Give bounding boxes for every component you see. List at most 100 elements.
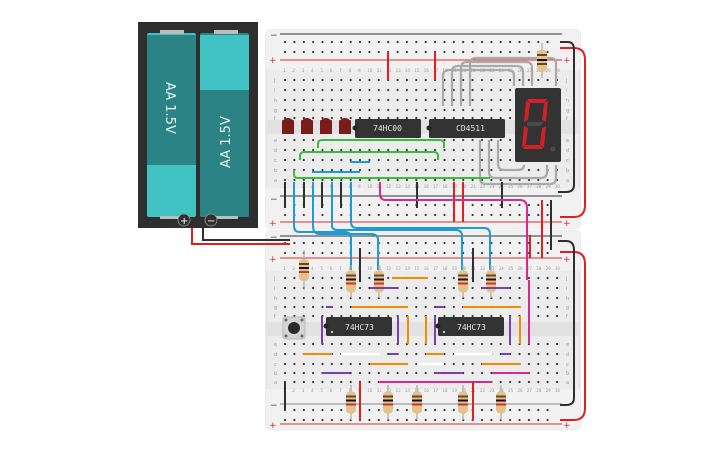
hole[interactable] <box>396 108 399 112</box>
hole[interactable] <box>330 362 333 366</box>
hole[interactable] <box>302 116 305 120</box>
hole[interactable] <box>377 108 380 112</box>
hole[interactable] <box>527 362 531 366</box>
hole[interactable] <box>471 296 474 300</box>
led-3[interactable] <box>320 118 332 134</box>
rail-hole[interactable] <box>415 241 418 245</box>
hole[interactable] <box>546 352 549 356</box>
hole[interactable] <box>471 342 474 346</box>
rail-jumper-red[interactable] <box>560 251 586 421</box>
hole[interactable] <box>405 116 408 120</box>
hole[interactable] <box>546 286 549 290</box>
hole[interactable] <box>415 352 418 356</box>
hole[interactable] <box>518 286 521 290</box>
hole[interactable] <box>330 88 333 92</box>
hole[interactable] <box>321 158 324 162</box>
hole[interactable] <box>509 78 512 82</box>
hole[interactable] <box>424 286 427 290</box>
rail-hole[interactable] <box>480 213 484 217</box>
hole[interactable] <box>283 168 287 172</box>
chip-74hc00[interactable]: 74HC00 <box>352 119 422 138</box>
hole[interactable] <box>283 286 287 290</box>
hole[interactable] <box>340 342 343 346</box>
hole[interactable] <box>349 158 352 162</box>
hole[interactable] <box>546 305 549 309</box>
hole[interactable] <box>293 108 296 112</box>
hole[interactable] <box>424 158 427 162</box>
rail-hole[interactable] <box>321 251 324 255</box>
rail-hole[interactable] <box>499 40 502 44</box>
hole[interactable] <box>452 362 455 366</box>
rail-hole[interactable] <box>424 40 427 44</box>
hole[interactable] <box>283 276 287 280</box>
hole[interactable] <box>312 78 315 82</box>
hole[interactable] <box>349 98 352 102</box>
rail-hole[interactable] <box>424 50 427 54</box>
hole[interactable] <box>396 98 399 102</box>
rail-hole[interactable] <box>368 251 371 255</box>
rail-hole[interactable] <box>368 241 371 245</box>
hole[interactable] <box>509 276 512 280</box>
rail-hole[interactable] <box>293 251 296 255</box>
hole[interactable] <box>471 88 474 92</box>
hole[interactable] <box>537 286 540 290</box>
rail-hole[interactable] <box>302 408 305 412</box>
hole[interactable] <box>340 296 343 300</box>
rail-hole[interactable] <box>424 213 427 217</box>
hole[interactable] <box>490 98 493 102</box>
hole[interactable] <box>340 314 343 318</box>
rail-hole[interactable] <box>424 203 427 207</box>
hole[interactable] <box>387 314 390 318</box>
hole[interactable] <box>396 78 399 82</box>
rail-hole[interactable] <box>509 203 512 207</box>
rail-hole[interactable] <box>518 418 521 422</box>
hole[interactable] <box>396 148 399 152</box>
rail-hole[interactable] <box>368 418 371 422</box>
rail-hole[interactable] <box>349 50 352 54</box>
rail-hole[interactable] <box>340 213 343 217</box>
rail-hole[interactable] <box>340 50 343 54</box>
rail-hole[interactable] <box>330 50 333 54</box>
hole[interactable] <box>405 108 408 112</box>
rail-hole[interactable] <box>509 40 512 44</box>
rail-hole[interactable] <box>480 251 484 255</box>
hole[interactable] <box>443 116 446 120</box>
wire-gray[interactable] <box>478 140 558 186</box>
hole[interactable] <box>480 88 484 92</box>
rail-hole[interactable] <box>293 408 296 412</box>
hole[interactable] <box>499 178 502 182</box>
rail-hole[interactable] <box>312 40 315 44</box>
hole[interactable] <box>452 138 455 142</box>
hole[interactable] <box>415 371 418 375</box>
rail-hole[interactable] <box>293 241 296 245</box>
hole[interactable] <box>546 78 549 82</box>
hole[interactable] <box>312 286 315 290</box>
hole[interactable] <box>358 362 362 366</box>
rail-hole[interactable] <box>396 213 399 217</box>
hole[interactable] <box>424 371 427 375</box>
rail-hole[interactable] <box>368 203 371 207</box>
hole[interactable] <box>462 98 465 102</box>
hole[interactable] <box>527 78 531 82</box>
rail-hole[interactable] <box>405 203 408 207</box>
wire-gray[interactable] <box>468 56 558 106</box>
hole[interactable] <box>405 98 408 102</box>
hole[interactable] <box>283 342 287 346</box>
hole[interactable] <box>443 108 446 112</box>
hole[interactable] <box>283 178 287 182</box>
hole[interactable] <box>340 380 343 384</box>
hole[interactable] <box>302 168 305 172</box>
hole[interactable] <box>499 148 502 152</box>
hole[interactable] <box>434 296 437 300</box>
hole[interactable] <box>349 178 352 182</box>
hole[interactable] <box>509 296 512 300</box>
hole[interactable] <box>321 168 324 172</box>
hole[interactable] <box>283 158 287 162</box>
hole[interactable] <box>518 380 521 384</box>
hole[interactable] <box>490 88 493 92</box>
hole[interactable] <box>546 314 549 318</box>
hole[interactable] <box>471 362 474 366</box>
rail-hole[interactable] <box>527 418 531 422</box>
hole[interactable] <box>424 108 427 112</box>
rail-hole[interactable] <box>415 213 418 217</box>
